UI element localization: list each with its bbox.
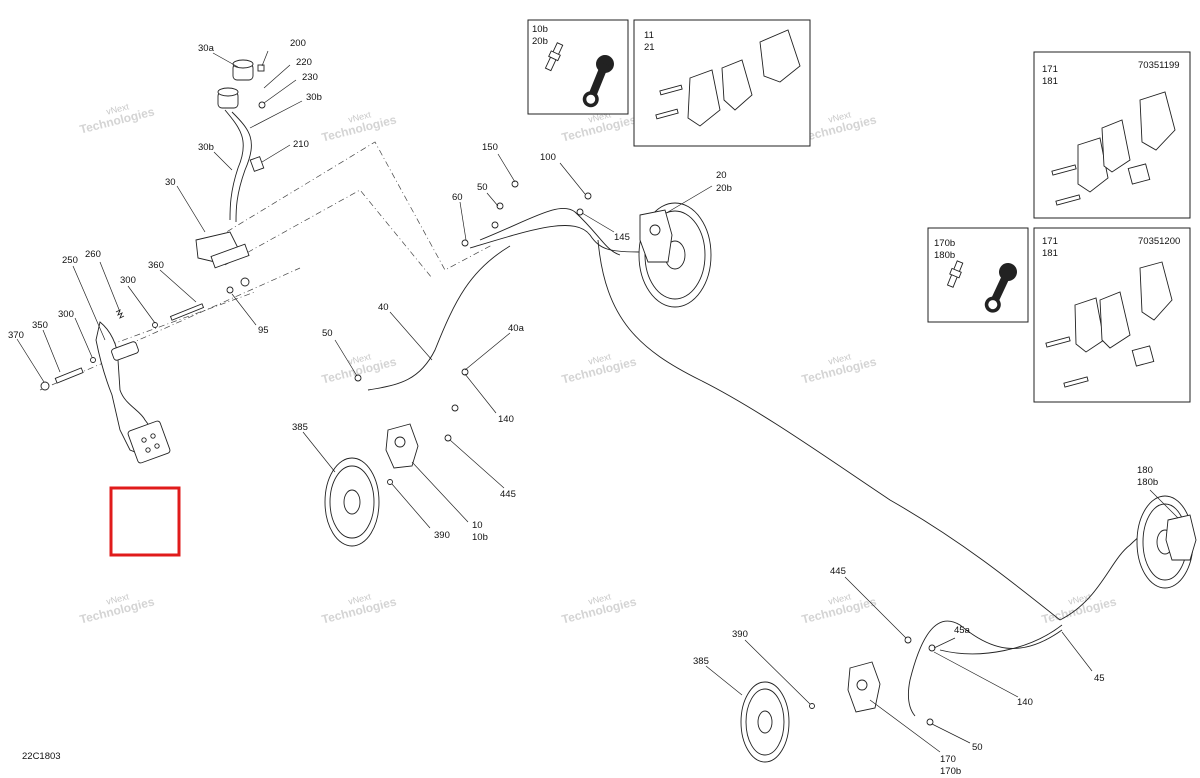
callout-100: 100 (540, 152, 556, 163)
callout-350: 350 (32, 320, 48, 331)
callout-230: 230 (302, 72, 318, 83)
callout-140-b: 140 (1017, 697, 1033, 708)
callout-40: 40 (378, 302, 389, 313)
callout-385-a: 385 (292, 422, 308, 433)
svg-text:171: 171 (1042, 64, 1058, 75)
svg-text:181: 181 (1042, 76, 1058, 87)
callout-30a: 30a (198, 43, 215, 54)
callout-250: 250 (62, 255, 78, 266)
inset-bleeder-top: 10b 20b (527, 19, 629, 115)
svg-text:170b: 170b (934, 238, 955, 249)
callout-140-a: 140 (498, 414, 514, 425)
brake-reservoir-assembly (217, 59, 266, 172)
callout-370: 370 (8, 330, 24, 341)
callout-50-a: 50 (477, 182, 488, 193)
callout-95: 95 (258, 325, 269, 336)
svg-text:180b: 180b (934, 250, 955, 261)
inset-pads-right-top: 171 181 70351199 (1033, 51, 1191, 219)
callout-30b: 30b (198, 142, 214, 153)
rear-left-caliper (847, 661, 881, 713)
callout-445-a: 445 (500, 489, 516, 500)
callout-30: 30 (165, 177, 176, 188)
callout-200: 200 (290, 38, 306, 49)
front-left-disc (324, 457, 380, 547)
callout-150: 150 (482, 142, 498, 153)
hose-clamp (249, 156, 265, 172)
diagram-code: 22C1803 (22, 751, 61, 762)
brake-pedal (40, 303, 205, 464)
callout-45: 45 (1094, 673, 1105, 684)
brake-lines (224, 109, 1161, 717)
svg-text:21: 21 (644, 42, 655, 53)
fittings (354, 180, 936, 726)
callout-360: 360 (148, 260, 164, 271)
callout-210: 210 (293, 139, 309, 150)
svg-text:10b: 10b (532, 24, 548, 35)
callout-390-a: 390 (434, 530, 450, 541)
callout-20: 20 (716, 170, 727, 181)
callout-50-b: 50 (322, 328, 333, 339)
callout-45a: 45a (954, 625, 971, 636)
rear-left-disc (740, 681, 790, 763)
callout-220: 220 (296, 57, 312, 68)
highlight-box (109, 486, 181, 557)
svg-text:181: 181 (1042, 248, 1058, 259)
front-left-caliper (385, 423, 419, 469)
callout-labels: 200 30a 220 230 30b 210 30b 30 260 250 3… (8, 38, 1158, 777)
callout-10: 10 (472, 520, 483, 531)
inset-bleeder-right: 170b 180b (927, 227, 1029, 323)
inset-pads-right-bottom: 171 181 70351200 (1033, 227, 1191, 403)
callout-leaders (16, 50, 1179, 753)
svg-text:11: 11 (644, 30, 654, 41)
front-right-caliper (639, 209, 673, 263)
assembly-guide-lines (39, 141, 493, 391)
washer (258, 101, 266, 109)
callout-20b: 20b (716, 183, 732, 194)
rear-right-caliper (1165, 514, 1197, 561)
callout-180: 180 (1137, 465, 1153, 476)
callout-170: 170 (940, 754, 956, 765)
pedal-pin (54, 367, 84, 384)
callout-300-a: 300 (120, 275, 136, 286)
callout-390-b: 390 (732, 629, 748, 640)
clip (257, 64, 265, 72)
callout-170b: 170b (940, 766, 961, 777)
nut (40, 381, 50, 391)
pivot-bolt (169, 303, 205, 321)
inset-pads-top: 11 21 (633, 19, 811, 147)
callout-145: 145 (614, 232, 630, 243)
callout-300-b: 300 (58, 309, 74, 320)
callout-445-b: 445 (830, 566, 846, 577)
svg-text:171: 171 (1042, 236, 1058, 247)
svg-text:20b: 20b (532, 36, 548, 47)
callout-385-b: 385 (693, 656, 709, 667)
callout-260: 260 (85, 249, 101, 260)
callout-60: 60 (452, 192, 463, 203)
callout-40a: 40a (508, 323, 525, 334)
callout-50-c: 50 (972, 742, 983, 753)
inset-code-top: 70351199 (1138, 60, 1180, 71)
callout-30b-top: 30b (306, 92, 322, 103)
inset-code-bottom: 70351200 (1138, 236, 1180, 247)
callout-10b: 10b (472, 532, 488, 543)
callout-180b: 180b (1137, 477, 1158, 488)
master-cylinder (195, 231, 250, 294)
